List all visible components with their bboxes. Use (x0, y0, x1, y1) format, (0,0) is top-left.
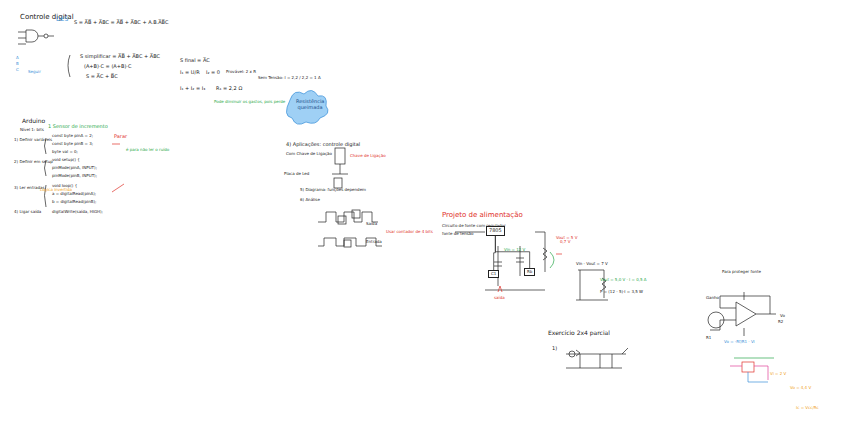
note-text: b = digitalRead(pinB); (52, 200, 96, 204)
note-text: (A+B)·C = (A+B)·C (84, 64, 131, 70)
cloud-shape (286, 90, 328, 124)
wire-connector (495, 236, 529, 269)
note-text: 4) Aplicações: controle digital (286, 142, 360, 148)
note-text: 2) Definir em setup (14, 160, 53, 164)
note-text: 1 Sensor de incremento (48, 124, 108, 130)
note-text: Pode diminuir os gastos, pois perde (214, 100, 285, 104)
note-text: Projeto de alimentação (442, 212, 523, 220)
note-text: R2 (778, 320, 783, 324)
bracket (68, 55, 70, 77)
note-text: Vo = 4,4 V (790, 386, 811, 390)
note-text: Sem Tensão: I = 2,2 / 2,2 = 1 A (258, 76, 321, 80)
note-text: 5) Diagrama: funções dependem (300, 188, 366, 192)
note-text: A (16, 56, 19, 60)
flip-flop-sketch (318, 210, 382, 247)
component-box: C1 (488, 270, 499, 278)
note-text: saída (494, 296, 505, 300)
note-text: Provável: 2 x R (226, 70, 256, 74)
note-text: digitalWrite(saída, HIGH); (52, 210, 103, 214)
note-text: void setup() { (52, 158, 80, 162)
leader-line (112, 144, 124, 192)
note-text: Para proteger fonte (722, 270, 761, 274)
note-text: Lógica invertida (40, 188, 72, 192)
note-text: pinMode(pinB, INPUT); (52, 174, 97, 178)
note-text: pinMode(pinA, INPUT); (52, 166, 97, 170)
note-text: S = A̅C + B̅C (86, 74, 118, 80)
note-text: Ic = Vcc/Rc (796, 406, 819, 410)
note-text: DES (56, 16, 68, 23)
note-text: const byte pinB = 3; (52, 142, 93, 146)
note-text: Saída (366, 222, 377, 226)
bracket (45, 138, 47, 207)
note-text: P = (12 - 5)·I = 3,5 W (600, 290, 643, 294)
note-text: C (16, 68, 19, 72)
note-text: const byte pinA = 2; (52, 134, 93, 138)
note-text: Vout = 5,0 V · I = 0,5 A (600, 278, 647, 282)
cloud-note: Resistência queimada (294, 98, 326, 111)
note-text: Usar contador de 4 bits (386, 230, 433, 234)
note-text: Vin - Vout = 7 V (576, 262, 608, 266)
note-text: Com Chave de Ligação (286, 152, 332, 156)
note-text: I₂ = 0 (206, 70, 220, 76)
node-text: Rb (527, 270, 532, 274)
note-text: I₁ = U/R (180, 70, 200, 76)
switch-symbol (332, 148, 348, 188)
note-text: Placa de Led (284, 172, 309, 176)
node-text: 7805 (489, 228, 502, 234)
note-text: 1) Definir variáveis (14, 138, 52, 142)
component-box: 7805 (486, 226, 505, 236)
note-text: 4) Ligar saída (14, 210, 41, 214)
note-text: Ganho (706, 296, 719, 300)
note-text: Seguir (28, 70, 41, 74)
note-text: Nível 1: bits (20, 128, 44, 132)
node-text: Resistência queimada (296, 99, 324, 110)
component-box: Rb (524, 268, 535, 276)
note-text: R1 (706, 336, 711, 340)
note-text: R₁ = 2,2 Ω (216, 86, 242, 92)
note-text: Vin = 12 V (504, 248, 525, 252)
note-text: 1) (552, 346, 557, 352)
note-text: 0,7 V (560, 240, 570, 244)
note-text: Vo (780, 314, 785, 318)
note-text: 6) Análise (300, 198, 320, 202)
note-text: Parar (114, 134, 127, 140)
node-text: C1 (491, 272, 496, 276)
note-text: I₁ + I₂ = I₃ (180, 86, 205, 92)
note-text: S simplificar = A̅B̅ + A̅BC + A̅BC (80, 54, 160, 60)
note-text: é para não ler o ruído (126, 148, 169, 152)
note-text: Vo = -Rf/R1 · Vi (724, 340, 755, 344)
note-text: S final = A̅C (180, 58, 210, 64)
power-circuit (455, 232, 554, 292)
note-text: a = digitalRead(pinA); (52, 192, 96, 196)
bottom-circuit (566, 348, 628, 368)
note-text: fonte de tensão (442, 232, 474, 236)
note-text: B (16, 62, 19, 66)
note-text: Chave de Ligação (350, 154, 386, 158)
note-text: Vi = 2 V (770, 372, 786, 376)
logic-gate-symbol (18, 30, 54, 44)
note-text: Exercício 2x4 parcial (548, 330, 610, 337)
note-text: byte val = 0; (52, 150, 78, 154)
note-text: Arduino (22, 118, 45, 125)
note-text: Entrada (366, 240, 382, 244)
colored-circuit (730, 358, 774, 382)
note-text: S = A̅B̅ + A̅BC = A̅B̅ + A̅BC + A.B.A̅B̅… (74, 20, 169, 26)
